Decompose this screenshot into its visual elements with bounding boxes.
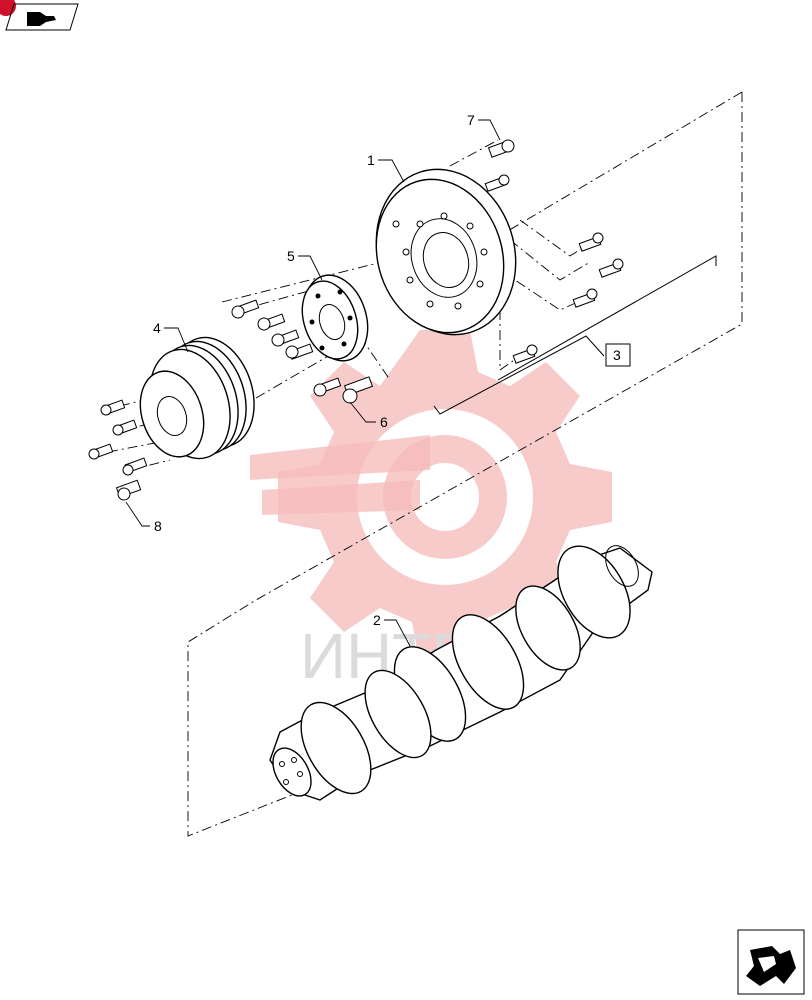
callout-3: 3 [613,347,621,363]
callout-6: 6 [380,414,388,430]
top-left-nav-badge[interactable] [0,0,79,31]
next-page-button[interactable] [737,929,805,995]
callout-leaders [125,119,501,647]
bolt-set [88,139,624,501]
next-page-arrow-icon [746,946,796,986]
part-5-hub-plate [301,274,369,362]
callout-8: 8 [154,518,162,534]
callout-7: 7 [467,112,475,128]
hand-pointer-icon [27,12,56,26]
callout-labels: 1 2 3 4 5 6 7 8 [153,112,631,628]
callout-4: 4 [153,320,161,336]
group-bracket-3 [433,255,717,415]
callout-3-box: 3 [605,343,631,367]
bolt-6 [342,376,374,404]
part-1-flywheel [375,168,517,336]
part-4-pulley [139,336,255,460]
callout-2: 2 [373,612,381,628]
bolt-8 [115,479,142,501]
bolt-7 [487,139,515,158]
red-dot-icon [0,0,16,16]
part-2-crankshaft [269,545,653,801]
callout-1: 1 [367,152,375,168]
callout-5: 5 [287,248,295,264]
